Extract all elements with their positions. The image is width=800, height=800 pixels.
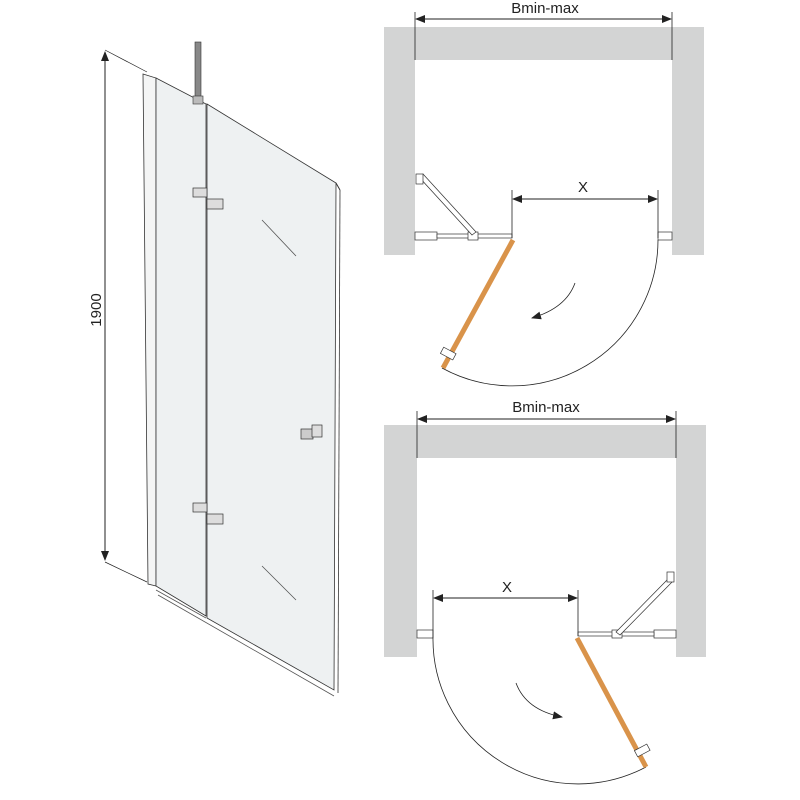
swing-direction-arrow bbox=[515, 682, 563, 720]
door-leaf bbox=[440, 238, 516, 370]
door-glass-panel bbox=[206, 103, 337, 691]
swing-arc bbox=[441, 239, 659, 387]
wall-profile bbox=[142, 73, 157, 587]
back-wall bbox=[415, 27, 672, 60]
height-label: 1900 bbox=[88, 293, 105, 326]
hinge-bottom bbox=[192, 502, 224, 525]
swing-arc bbox=[432, 635, 647, 785]
width-label: Bmin-max bbox=[512, 399, 580, 416]
fixed-glass-panel bbox=[155, 77, 207, 617]
hinge-top bbox=[192, 187, 224, 210]
door-handle bbox=[300, 424, 323, 440]
right-wall bbox=[672, 27, 704, 255]
opening-label: X bbox=[502, 579, 512, 596]
door-elevation: 1900 bbox=[88, 41, 341, 697]
plan-view-right-hinge: Bmin-max X bbox=[384, 399, 706, 785]
swing-direction-arrow bbox=[531, 282, 576, 320]
stabilizer-bar bbox=[418, 173, 477, 236]
back-wall bbox=[417, 425, 676, 458]
door-leaf bbox=[574, 636, 649, 769]
ceiling-support-bar bbox=[194, 41, 202, 99]
left-wall bbox=[384, 27, 415, 255]
stabilizer-bar bbox=[615, 577, 674, 636]
left-wall bbox=[384, 425, 417, 657]
width-label: Bmin-max bbox=[511, 0, 579, 17]
opening-label: X bbox=[578, 179, 588, 196]
plan-view-left-hinge: Bmin-max X bbox=[384, 0, 704, 387]
right-wall bbox=[676, 425, 706, 657]
